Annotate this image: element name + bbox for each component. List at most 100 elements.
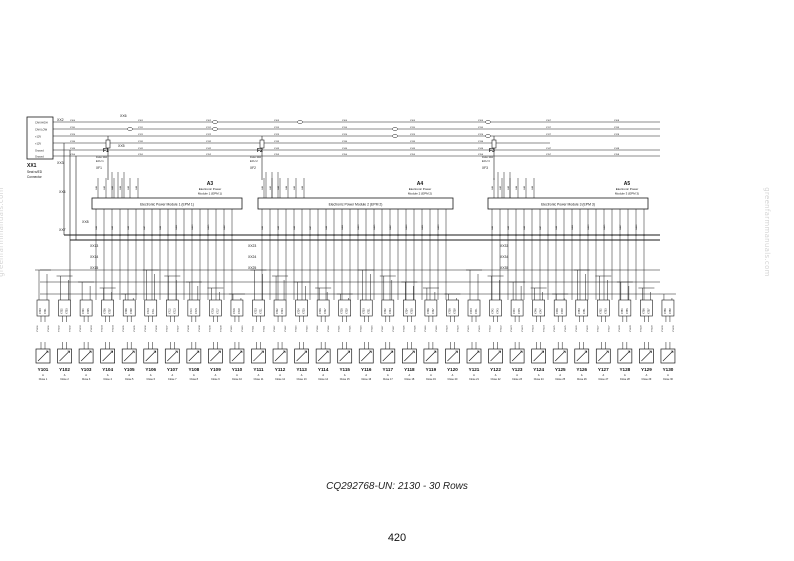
bus-wire-label: X130 (70, 141, 76, 143)
valve-id: Y123 (512, 367, 523, 372)
wire-junction (619, 234, 621, 236)
splice-connector (485, 120, 491, 124)
wire-junction (365, 234, 367, 236)
bus-wire-label: X134 (342, 141, 348, 143)
valve-sub-label: Close 29 (641, 378, 651, 381)
valve-sub-label: A (344, 374, 346, 377)
valve-id: Y118 (404, 367, 415, 372)
valve-coil-symbol (425, 350, 437, 362)
valve-sub-label: Close 5 (125, 378, 134, 381)
valve-harness-label: XY126 (587, 325, 589, 332)
valve-harness-label: XY109 (220, 325, 222, 332)
bus-wire-label: X106 (478, 120, 484, 122)
valve-sub-label: A (215, 374, 217, 377)
valve-coil-symbol (37, 350, 49, 362)
valve-sub-label: A (279, 374, 281, 377)
wire-junction (143, 234, 145, 236)
module-pin-label: XA5 (127, 185, 130, 190)
bus-wire-label: X144 (342, 148, 348, 150)
valve-connector-label: X721 (260, 308, 263, 314)
wire-junction (515, 234, 517, 236)
module-output-pin-label: XA5 (523, 225, 526, 230)
valve-sub-label: A (409, 374, 411, 377)
valve-harness-label: XY113 (307, 325, 309, 332)
module-connector-label: XX34 (500, 255, 508, 259)
valve-harness-label: XY112 (274, 325, 276, 332)
valve-id: Y109 (210, 367, 221, 372)
valve-sub-label: A (301, 374, 303, 377)
module-output-pin-label: XA1 (491, 225, 494, 230)
valve-sub-label: Close 23 (512, 378, 522, 381)
valve-sub-label: A (128, 374, 130, 377)
bus-wire-label: X132 (206, 141, 212, 143)
valve-id: Y127 (598, 367, 609, 372)
valve-connector (316, 299, 330, 317)
valve-coil-symbol (382, 350, 394, 362)
wire-junction (119, 234, 121, 236)
wire-junction (341, 234, 343, 236)
valve-sub-label: Close 3 (82, 378, 91, 381)
wire-junction (627, 234, 629, 236)
valve-connector (122, 299, 136, 317)
valve-harness-label: XY129 (640, 325, 642, 332)
valve-connector-label: X701 (44, 308, 47, 314)
connector-sub-label: XX4 (59, 190, 66, 194)
valve-connector (532, 299, 545, 317)
bus-wire-label: X124 (342, 134, 348, 136)
valve-sub-label: A (667, 374, 669, 377)
module-output-pin-label: XA3 (277, 225, 280, 230)
valve-sub-label: A (538, 374, 540, 377)
valve-coil-symbol (80, 350, 92, 362)
module-connector-label: XX24 (248, 255, 256, 259)
valve-connector-label: X738 (448, 308, 451, 314)
module-pin-label: XA2 (499, 185, 502, 190)
bus-wire-label: X141 (138, 148, 144, 150)
module-output-pin-label: XA1 (261, 225, 264, 230)
fuse-desc: Fuse 30A (482, 155, 493, 159)
wire-junction (135, 234, 137, 236)
valve-coil-symbol (296, 350, 307, 362)
bus-wire-label: X135 (410, 141, 416, 143)
valve-coil-symbol (490, 350, 501, 362)
fuse-desc: ECU 3 (482, 159, 490, 163)
valve-connector-label: X725 (303, 308, 306, 314)
valve-connector-label: X707 (109, 308, 112, 314)
wire-junction (635, 234, 637, 236)
valve-connector (273, 299, 287, 317)
valve-connector-label: X703 (66, 308, 69, 314)
valve-harness-label: XY118 (403, 325, 405, 332)
valve-sub-label: A (387, 374, 389, 377)
valve-sub-label: A (150, 374, 152, 377)
bus-wire-label: X127 (546, 134, 552, 136)
wire-junction (579, 234, 581, 236)
valve-connector-label: X740 (470, 308, 473, 314)
valve-harness-label: XY127 (608, 325, 610, 332)
valve-id: Y122 (490, 367, 501, 372)
valve-sub-label: Close 9 (211, 378, 220, 381)
valve-connector (618, 299, 632, 317)
fuse-desc: ECU 1 (96, 159, 104, 163)
valve-connector-label: X704 (82, 308, 85, 314)
valve-sub-label: A (581, 374, 583, 377)
module-output-pin-label: XA19 (405, 224, 408, 230)
valve-connector (489, 299, 502, 317)
wire-junction (397, 234, 399, 236)
valve-connector-label: X730 (362, 308, 365, 314)
valve-connector-label: X716 (211, 308, 214, 314)
valve-harness-label: XY112 (285, 325, 287, 332)
valve-id: Y129 (641, 367, 652, 372)
module-connector-label: XX13 (90, 244, 98, 248)
valve-connector-label: X746 (535, 308, 538, 314)
connector-pin-label: +12V (35, 142, 41, 146)
valve-connector (144, 299, 158, 317)
valve-harness-label: XY130 (673, 325, 675, 332)
module-output-pin-label: XA17 (619, 224, 622, 230)
module-pin-label: XA3 (507, 185, 510, 190)
valve-harness-label: XY124 (533, 325, 535, 332)
bus-wire-label: X146 (478, 148, 484, 150)
valve-harness-label: XY104 (113, 325, 115, 332)
valve-connector-label: X724 (298, 308, 301, 314)
module-bar (91, 197, 243, 210)
valve-connector-label: X757 (647, 308, 650, 314)
valve-harness-label: XY121 (479, 325, 481, 332)
